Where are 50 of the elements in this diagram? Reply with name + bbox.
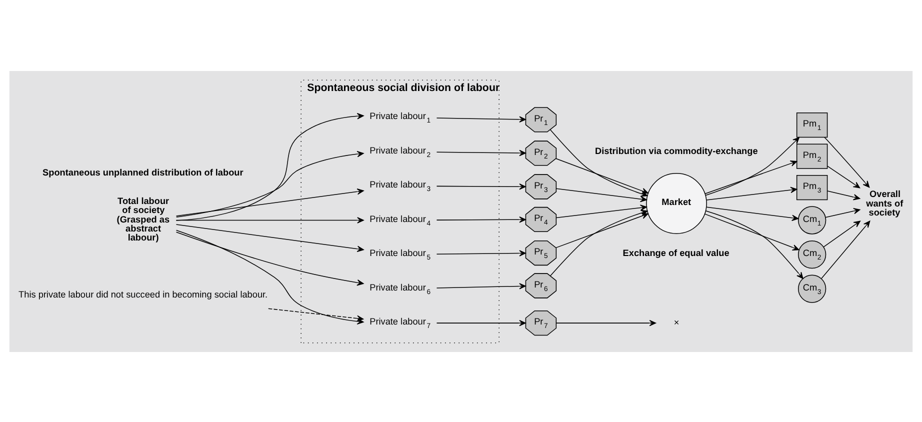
arrow (436, 149, 526, 156)
node-text: × (674, 316, 680, 327)
arrow (704, 160, 798, 194)
node-circle: Cm$_{3}$ (798, 274, 826, 302)
node-text: Private labour$_{7}$ (370, 316, 431, 330)
label: Distribution via commodity-exchange (595, 146, 758, 156)
label: Exchange of equal value (622, 248, 730, 258)
arrow (176, 150, 364, 218)
arrow (436, 116, 526, 122)
arrow (705, 210, 804, 278)
arrow (176, 216, 364, 223)
node-text: Private labour$_{4}$ (370, 213, 431, 227)
arrow (824, 136, 870, 188)
node-box: Pm$_{1}$ (796, 112, 828, 138)
arrow (436, 216, 526, 222)
arrow (704, 213, 800, 250)
label: Spontaneous unplanned distribution of labour (42, 166, 244, 177)
arrow (176, 112, 364, 220)
arrow (706, 206, 799, 220)
arrow (556, 158, 648, 194)
arrow (176, 231, 364, 286)
arrow (436, 183, 526, 190)
arrow (436, 319, 526, 326)
node-box: Pm$_{3}$ (796, 174, 828, 200)
arrow (436, 250, 526, 256)
arrow (176, 188, 364, 216)
node-text: This private labour did not succeed in becoming social labour. (18, 288, 268, 299)
node-text: Private labour$_{6}$ (370, 282, 431, 296)
arrow (706, 186, 798, 200)
node-circle: Cm$_{2}$ (798, 240, 826, 268)
arrow (268, 308, 364, 322)
node-text: Overall wants of society (866, 188, 904, 217)
arrow (821, 220, 870, 278)
node-box: Pm$_{2}$ (796, 143, 828, 168)
node-text: Total labour of society (Grasped as abstract labour) (116, 195, 170, 242)
arrow (556, 319, 656, 326)
node-circle: Market (646, 172, 707, 234)
node-text: Private labour$_{3}$ (370, 179, 431, 193)
node-circle: Cm$_{1}$ (798, 206, 826, 234)
arrow (176, 224, 364, 252)
arrow (556, 204, 647, 218)
arrow (705, 136, 800, 196)
arrow (436, 282, 526, 289)
arrow (827, 165, 860, 188)
node-text: Private labour$_{1}$ (370, 110, 431, 124)
node-text: Private labour$_{2}$ (370, 144, 431, 158)
arrow (827, 190, 860, 200)
node-text: Private labour$_{5}$ (370, 248, 431, 262)
arrow (825, 207, 860, 218)
arrow (823, 220, 860, 247)
